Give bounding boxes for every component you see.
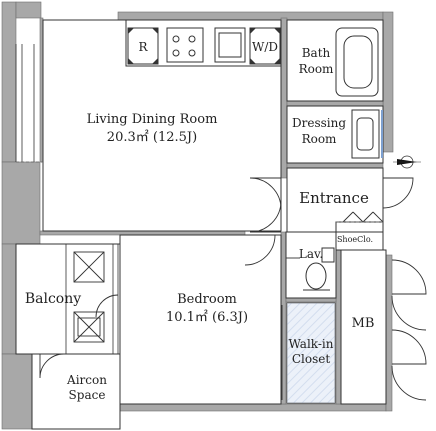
bath-label-2: Room	[299, 62, 334, 76]
balcony-label: Balcony	[25, 291, 81, 307]
north-arrow-icon	[393, 155, 421, 169]
entrance-label: Entrance	[299, 189, 369, 207]
dressing-label-1: Dressing	[292, 116, 346, 130]
bath-label-1: Bath	[302, 46, 331, 60]
balcony-units	[73, 251, 105, 343]
lav-label: Lav.	[299, 247, 323, 261]
walkin-label-2: Closet	[292, 352, 331, 366]
ldr-area: 20.3㎡ (12.5J)	[107, 130, 197, 145]
doors	[39, 177, 427, 401]
fridge-label: R	[138, 40, 148, 54]
aircon-label-1: Aircon	[66, 373, 107, 387]
shoe-closet-label: ShoeClo.	[337, 235, 373, 244]
bedroom-area: 10.1㎡ (6.3J)	[166, 310, 248, 325]
wash-basin	[351, 109, 383, 159]
dressing-label-2: Room	[302, 132, 337, 146]
washer-dryer	[249, 27, 281, 65]
appliance-corners	[128, 28, 280, 64]
ldr-window	[15, 44, 35, 162]
aircon-label-2: Space	[69, 388, 106, 402]
bedroom-name: Bedroom	[177, 292, 237, 307]
walls	[1, 1, 394, 430]
dashed-lines	[16, 161, 383, 223]
toilet	[303, 247, 335, 291]
stove	[166, 27, 204, 63]
kitchen-counter	[125, 19, 282, 67]
ldr-name: Living Dining Room	[87, 112, 218, 127]
balcony-window	[65, 244, 119, 354]
refrigerator	[127, 27, 159, 65]
bathtub	[335, 27, 379, 97]
walkin-label-1: Walk-in	[289, 337, 334, 351]
sink	[214, 27, 246, 63]
wd-label: W/D	[252, 40, 278, 54]
mb-label: MB	[352, 316, 375, 331]
